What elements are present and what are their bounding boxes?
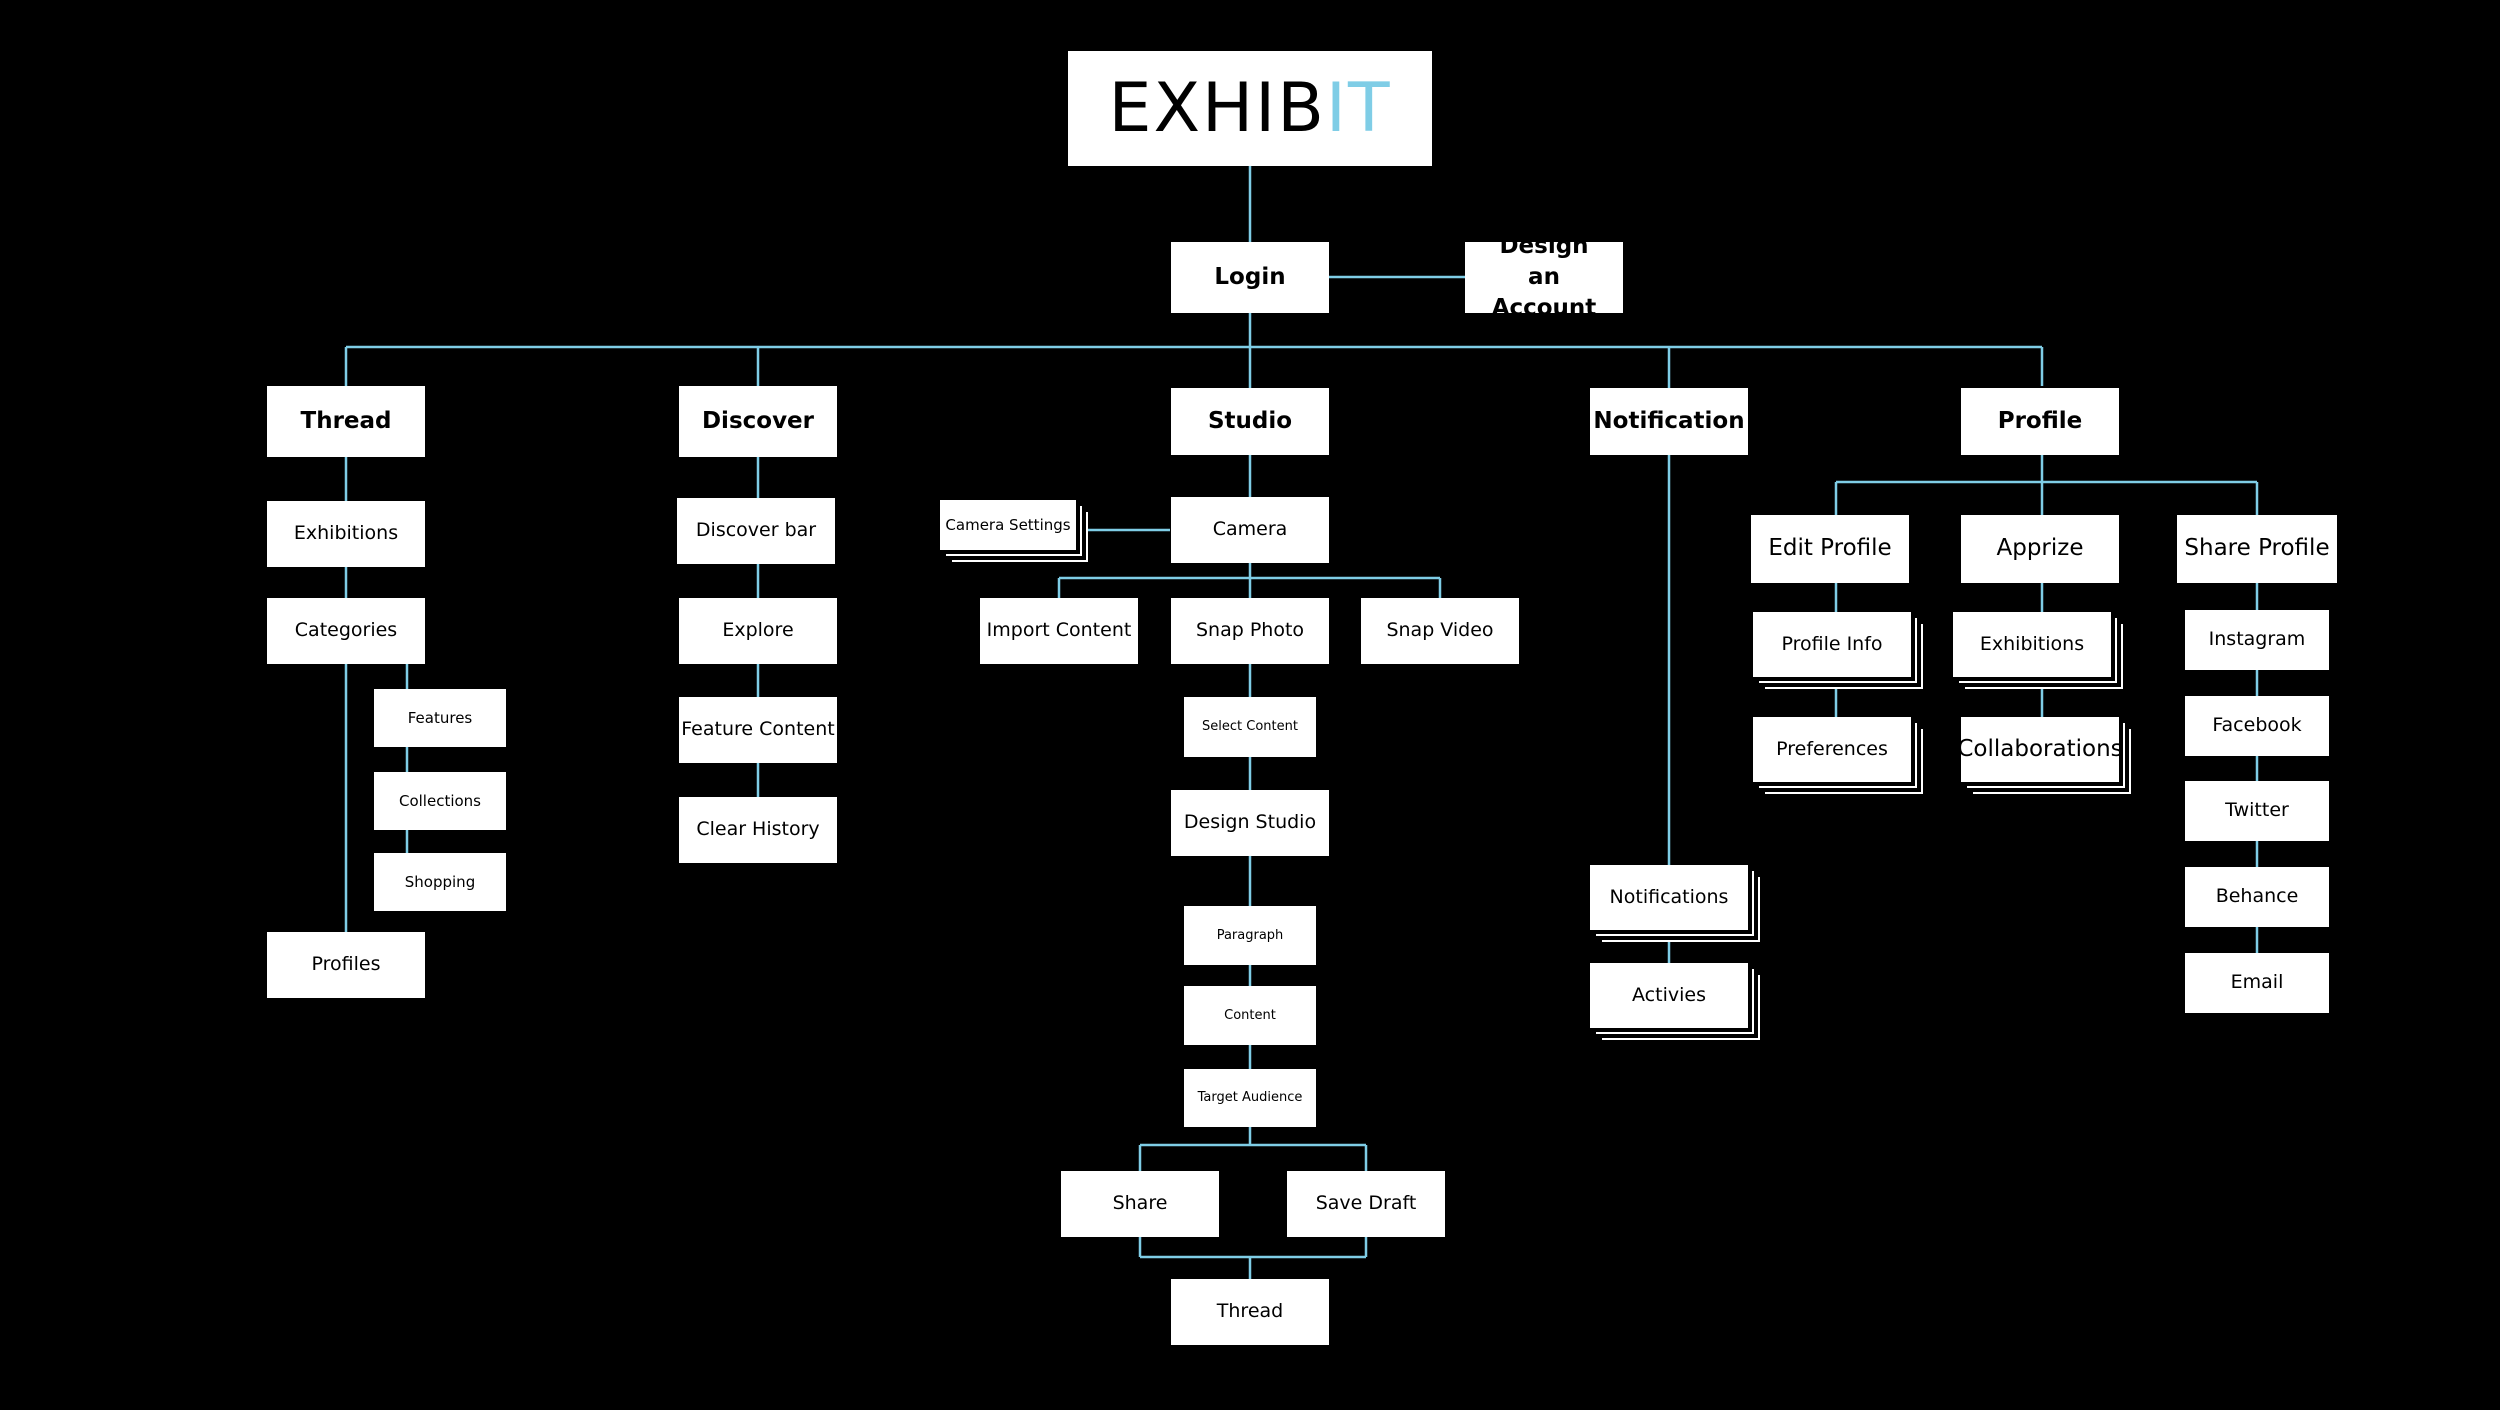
studio-thread-node: Thread <box>1171 1279 1329 1345</box>
snap-video-node: Snap Video <box>1361 598 1519 664</box>
behance-node: Behance <box>2185 867 2329 927</box>
categories-node: Categories <box>267 598 425 664</box>
instagram-node: Instagram <box>2185 610 2329 670</box>
notifications-node: Notifications <box>1590 865 1748 930</box>
profile-node: Profile <box>1961 388 2119 455</box>
shopping-node: Shopping <box>374 853 506 911</box>
snap-photo-node: Snap Photo <box>1171 598 1329 664</box>
design-studio-node: Design Studio <box>1171 790 1329 856</box>
twitter-node: Twitter <box>2185 781 2329 841</box>
save-draft-node: Save Draft <box>1287 1171 1445 1237</box>
feature-content-node: Feature Content <box>679 697 837 763</box>
preferences-node: Preferences <box>1753 717 1911 782</box>
activies-node: Activies <box>1590 963 1748 1028</box>
camera-settings-node: Camera Settings <box>940 500 1076 550</box>
studio-node: Studio <box>1171 388 1329 455</box>
email-node: Email <box>2185 953 2329 1013</box>
camera-node: Camera <box>1171 497 1329 563</box>
exhibitions-node: Exhibitions <box>267 501 425 567</box>
collaborations-node: Collaborations <box>1957 717 2123 782</box>
explore-node: Explore <box>679 598 837 664</box>
apprize-node: Apprize <box>1961 515 2119 583</box>
facebook-node: Facebook <box>2185 696 2329 756</box>
import-content-node: Import Content <box>980 598 1138 664</box>
features-node: Features <box>374 689 506 747</box>
design-account-node: Design an Account <box>1465 233 1623 321</box>
login-node: Login <box>1171 242 1329 313</box>
profiles-node: Profiles <box>267 932 425 998</box>
paragraph-node: Paragraph <box>1184 906 1316 965</box>
logo-text-part1: EXHIB <box>1108 69 1326 148</box>
discover-node: Discover <box>679 386 837 457</box>
edit-profile-node: Edit Profile <box>1751 515 1909 583</box>
content-node: Content <box>1184 986 1316 1045</box>
profile-info-node: Profile Info <box>1753 612 1911 677</box>
select-content-node: Select Content <box>1184 697 1316 757</box>
thread-node: Thread <box>267 386 425 457</box>
share-node: Share <box>1061 1171 1219 1237</box>
share-profile-node: Share Profile <box>2177 515 2337 583</box>
target-audience-node: Target Audience <box>1184 1069 1316 1127</box>
profile-exhibitions-node: Exhibitions <box>1953 612 2111 677</box>
logo-text-part2: IT <box>1325 69 1392 148</box>
collections-node: Collections <box>374 772 506 830</box>
discover-bar-node: Discover bar <box>677 498 835 564</box>
notification-node: Notification <box>1590 388 1748 455</box>
clear-history-node: Clear History <box>679 797 837 863</box>
